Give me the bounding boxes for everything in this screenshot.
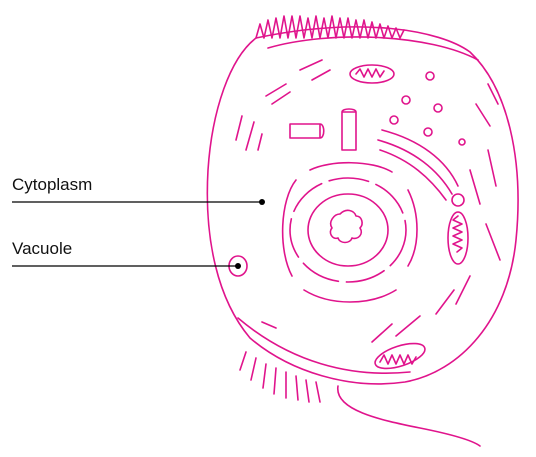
mitochondrion-cristae (380, 355, 416, 364)
vesicle (459, 139, 465, 145)
nuclear-envelope-inner (308, 194, 388, 266)
centriole (290, 124, 324, 138)
mitochondrion-cristae (356, 69, 384, 77)
label-cytoplasm: Cytoplasm (12, 175, 92, 195)
vesicle (424, 128, 432, 136)
golgi-apparatus (378, 140, 452, 194)
vacuole-leader-dot (235, 263, 241, 269)
membrane-inner-bottom (238, 318, 410, 373)
vesicle (402, 96, 410, 104)
endoplasmic-reticulum (310, 163, 392, 172)
endoplasmic-reticulum (408, 190, 417, 266)
mitochondrion-cristae (453, 216, 462, 252)
nucleolus (330, 210, 362, 242)
label-vacuole: Vacuole (12, 239, 72, 259)
centriole (342, 109, 356, 150)
golgi-apparatus (382, 130, 458, 186)
vesicle (434, 104, 442, 112)
vesicle (452, 194, 464, 206)
vesicle (426, 72, 434, 80)
endoplasmic-reticulum (304, 290, 396, 302)
flagellum (338, 386, 480, 446)
cytoplasm-leader-dot (259, 199, 265, 205)
vesicle (390, 116, 398, 124)
